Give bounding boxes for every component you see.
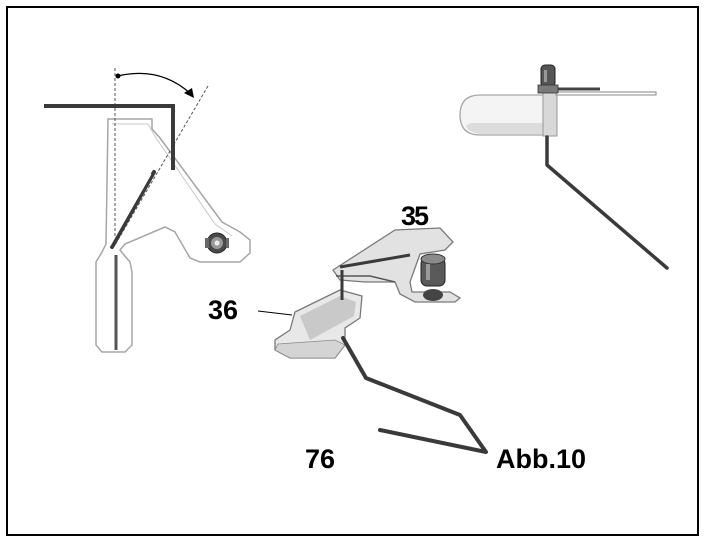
assembly-view: [274, 227, 488, 454]
front-view-plate-inner-edge: [112, 123, 233, 237]
side-view-rod: [545, 135, 669, 270]
front-view-plate-outline: [95, 118, 251, 353]
part-36-label: 36: [208, 295, 239, 325]
front-view-pivot: [205, 232, 229, 254]
part-35-label: 35: [401, 201, 429, 231]
swivel-angle-arc: [117, 72, 192, 95]
swivel-arc-arrowhead: [184, 88, 194, 98]
side-view-knob: [537, 64, 559, 94]
angled-reference-line: [114, 85, 209, 246]
part-76-label: 76: [305, 444, 336, 474]
side-view-bracket: [542, 91, 558, 137]
swivel-arc-start-dot: [115, 73, 121, 79]
assembly-knob: [420, 253, 446, 301]
upper-plate-edge: [336, 275, 396, 283]
upper-plate-rod: [339, 253, 411, 269]
side-view: [459, 64, 669, 270]
front-view: [44, 68, 251, 353]
front-view-lever-highlight: [109, 173, 152, 247]
front-view-lever: [110, 170, 156, 249]
upper-plate: [332, 227, 462, 303]
front-view-rod: [44, 104, 175, 170]
part-36-leader-line: [257, 310, 293, 316]
side-view-arm: [555, 91, 657, 96]
presser-foot-front: [274, 339, 346, 359]
presser-foot-shade: [300, 296, 356, 340]
assembly-rod: [341, 336, 488, 454]
side-view-shoe-shadow: [466, 123, 553, 134]
figure-number-label: Abb.10: [496, 444, 587, 474]
